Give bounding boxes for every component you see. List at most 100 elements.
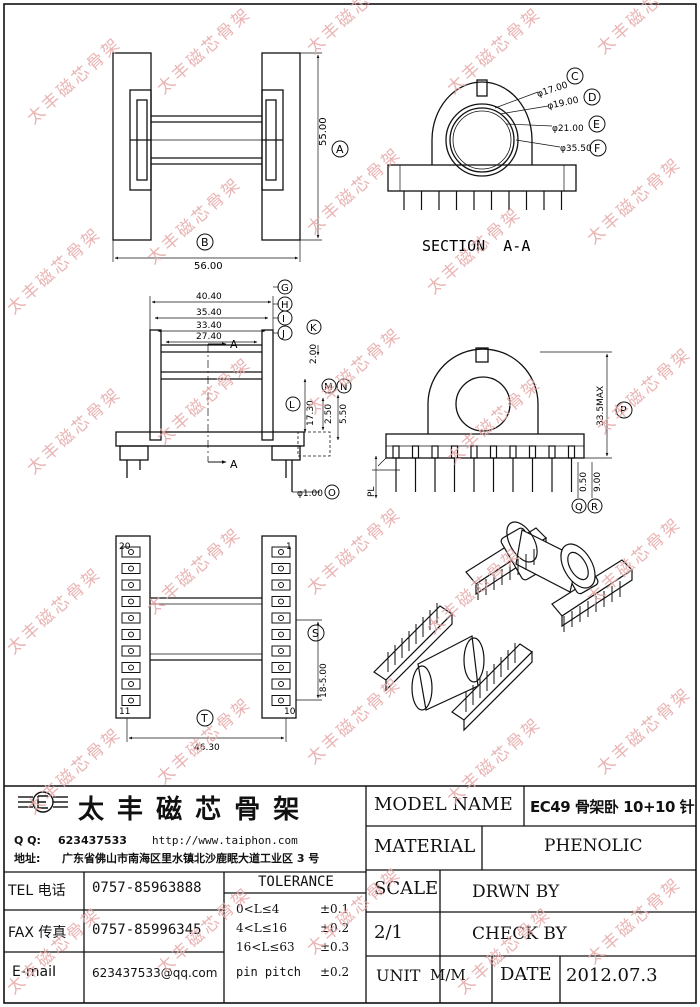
section-leaders [494, 91, 561, 148]
company-name: 太 丰 磁 芯 骨 架 [78, 795, 302, 825]
dim-row-span: 46.30 [194, 743, 220, 753]
bottom-pin-left [121, 695, 141, 706]
bottom-pin-hole-left [128, 615, 134, 621]
bottom-pin-right [271, 662, 291, 673]
email-label: E-maiI [12, 964, 57, 980]
bottom-pin-right [271, 695, 291, 706]
section-marker-bottom: A [230, 458, 238, 471]
dim-bore-2: φ19.00 [547, 96, 580, 112]
scale-label: SCALE [374, 878, 439, 899]
bottom-pin-left [121, 629, 141, 640]
bottom-pin-hole-left [128, 664, 134, 671]
bottom-pin-hole-left [128, 631, 134, 638]
date-label: DATE [500, 964, 552, 985]
bottom-pin-hole-left [128, 648, 134, 654]
callouts-cdef [566, 67, 607, 157]
bottom-pin-left [121, 645, 141, 657]
side-view [115, 329, 331, 492]
bottom-pin-right [271, 546, 291, 558]
dim-pin-dia: φ1.00 [297, 489, 323, 499]
dim-pl-label: PL [367, 487, 377, 497]
bottom-pin-hole-right [278, 664, 284, 671]
dim-pl-a: 0.50 [579, 472, 589, 492]
bottom-pin-hole-right [278, 615, 284, 621]
end-view-pin-base [392, 445, 400, 459]
scale-value: 2/1 [374, 922, 403, 943]
email-address[interactable]: 623437533@qq.com [92, 966, 218, 980]
tolerance-value-4: ±0.2 [320, 965, 350, 979]
bottom-pin-hole-left [128, 582, 134, 588]
callout-c-letter: C [571, 70, 579, 83]
dim-33-40: 33.40 [196, 321, 222, 331]
end-view-pin-base [411, 445, 420, 459]
bottom-pin-right [271, 645, 291, 657]
address-label: 地址: [14, 852, 41, 865]
tolerance-range-1: 0<L≤4 [236, 902, 280, 916]
bottom-pin-left [121, 612, 141, 624]
bottom-pin-left [121, 662, 141, 673]
callout-l-letter: L [289, 400, 295, 411]
bottom-pin-hole-right [278, 681, 284, 687]
callout-r-letter: R [591, 502, 598, 513]
side-view-dims [149, 286, 340, 493]
iso-pins [387, 549, 621, 712]
bottom-pin-hole-right [278, 582, 284, 588]
unit-label: UNIT [376, 966, 421, 985]
end-view [377, 347, 585, 467]
website-link[interactable]: http://www.taiphon.com [152, 834, 298, 847]
bottom-pin-hole-left [128, 697, 134, 704]
section-pins [403, 191, 563, 210]
callout-g-letter: G [281, 283, 289, 294]
dim-total-height: 55.00 [318, 117, 329, 146]
callout-p-letter: P [620, 404, 627, 417]
end-view-pin-base [567, 445, 576, 459]
dim-max-height: 33.5MAX [596, 386, 606, 426]
bottom-pin-left [121, 579, 141, 591]
section-title: SECTION A-A [422, 237, 530, 255]
callout-k-letter: K [310, 323, 317, 334]
callout-i-letter: I [282, 314, 285, 325]
iso-view-upper [465, 521, 633, 628]
pin-label-10: 10 [284, 707, 296, 717]
tolerance-range-4: pin pitch [236, 965, 302, 979]
pin-label-1: 1 [286, 542, 292, 552]
bottom-pin-right [271, 678, 291, 690]
dim-35-40: 35.40 [196, 308, 222, 318]
bottom-pin-hole-right [278, 549, 284, 555]
dim-17-30: 17.30 [306, 400, 316, 426]
unit-value: M/M [430, 966, 466, 984]
tel-number: 0757-85963888 [92, 880, 202, 896]
callout-t-letter: T [200, 712, 208, 725]
dim-bore-4: φ35.50 [560, 144, 592, 154]
callout-o-letter: O [328, 488, 336, 499]
callout-a [331, 140, 349, 158]
tolerance-value-3: ±0.3 [320, 940, 350, 954]
bottom-pin-hole-left [128, 565, 134, 572]
tolerance-value-2: ±0.2 [320, 921, 350, 935]
callouts-st [196, 624, 325, 727]
bottom-view-dims [126, 619, 322, 742]
bottom-pin-right [271, 629, 291, 640]
dim-2-50: 2.50 [324, 404, 334, 424]
tolerance-range-3: 16<L≤63 [236, 940, 295, 954]
end-view-pin-base [431, 445, 439, 459]
bottom-pin-hole-right [278, 598, 284, 605]
bottom-pin-right [271, 596, 291, 607]
front-view [112, 52, 322, 262]
qq-label: Q Q: [14, 834, 41, 847]
end-view-pin-base [509, 445, 517, 459]
bottom-view-pins [121, 546, 291, 706]
bottom-pin-left [121, 563, 141, 574]
bottom-pin-hole-right [278, 631, 284, 638]
bottom-pin-left [121, 678, 141, 690]
qq-number: 623437533 [58, 834, 127, 847]
end-view-pin-base [450, 445, 459, 459]
fax-label: FAX 传真 [8, 925, 67, 941]
callout-n-letter: N [340, 382, 347, 393]
bottom-pin-right [271, 563, 291, 574]
callout-f-letter: F [594, 142, 600, 155]
dim-bore-3: φ21.00 [552, 124, 584, 134]
end-view-pin-base [489, 445, 498, 459]
date-value: 2012.07.3 [566, 965, 658, 986]
